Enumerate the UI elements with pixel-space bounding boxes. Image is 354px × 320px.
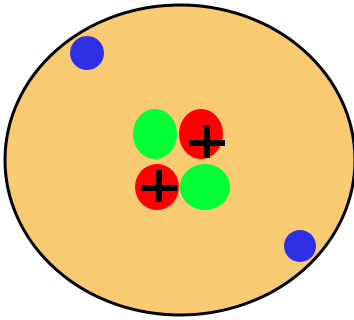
neutron-2-icon — [180, 164, 230, 210]
atom-body-icon — [5, 5, 354, 315]
electron-2-icon — [284, 230, 316, 262]
neutron-1-icon — [133, 109, 177, 159]
proton-1-icon — [179, 109, 223, 159]
electron-1-icon — [70, 36, 104, 70]
